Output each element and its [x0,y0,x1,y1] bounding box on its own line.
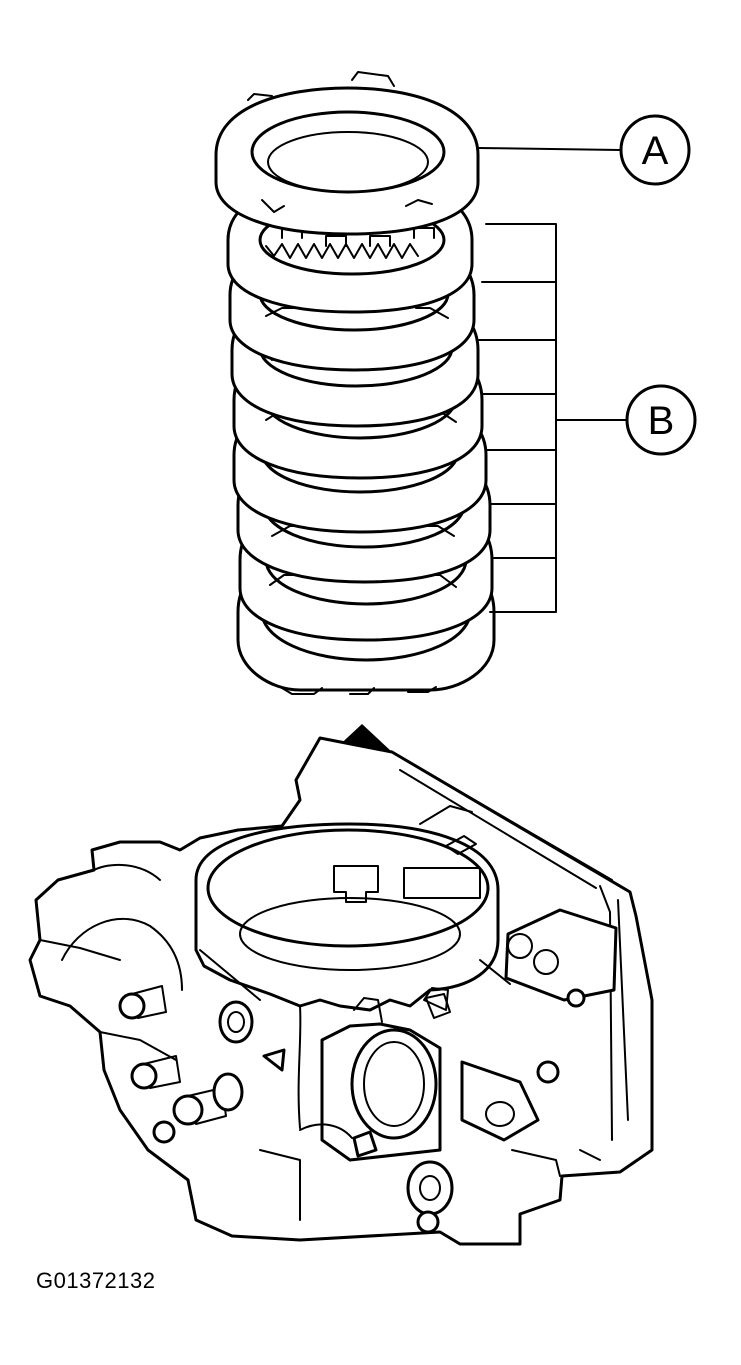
case-boss [218,1000,254,1044]
case-lug [460,1060,540,1142]
figure-id: G01372132 [36,1268,156,1293]
callout-a-label: A [642,129,669,173]
case-stud [130,1055,181,1090]
case-bore [194,805,500,1012]
clutch-pack-plates [226,176,496,695]
case-bracket [504,908,618,1084]
case-stud [118,985,167,1020]
case-boss [212,1072,244,1112]
case-port [320,993,451,1162]
case-lug [406,1160,454,1234]
callout-b: B [477,223,697,613]
callout-b-label: B [648,399,675,443]
callout-a: A [477,114,691,186]
transmission-case [28,736,654,1246]
retainer-plate [214,71,480,236]
